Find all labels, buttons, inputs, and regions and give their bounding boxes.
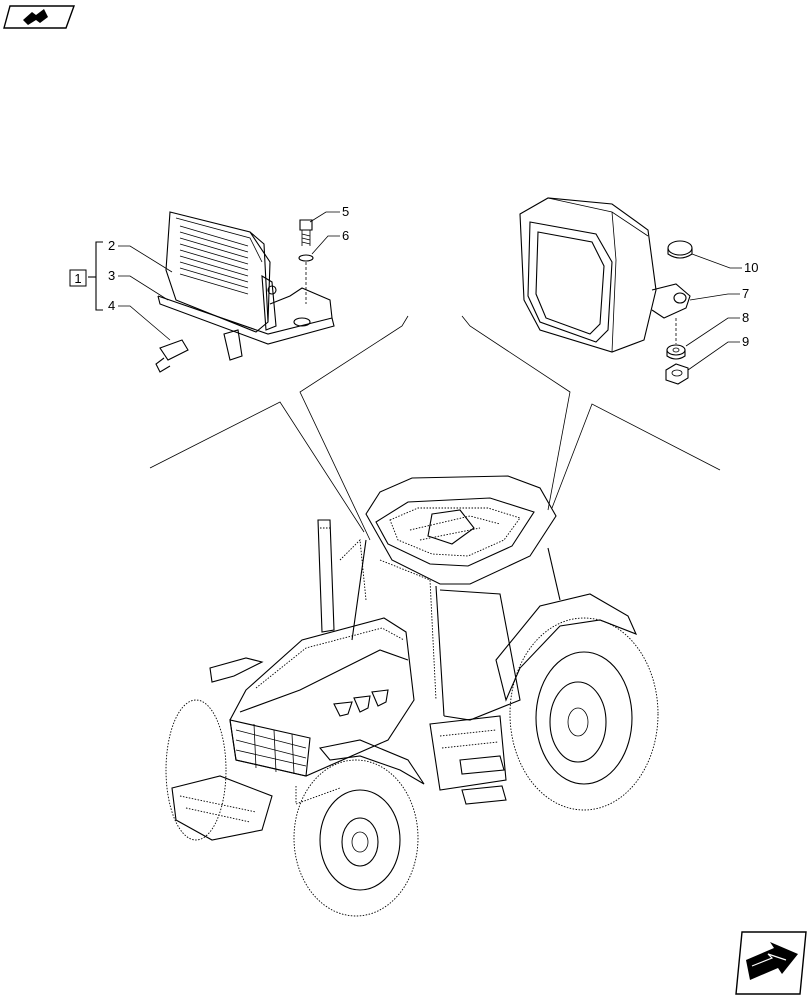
leader-lines: [149, 315, 721, 541]
callout-6: 6: [342, 228, 349, 243]
right-callouts: 10 7 8 9: [685, 253, 758, 371]
next-page-button[interactable]: [735, 931, 807, 995]
callout-1: 1: [74, 271, 81, 286]
callout-2: 2: [108, 238, 115, 253]
prev-page-button[interactable]: [3, 5, 75, 29]
callout-8: 8: [742, 310, 749, 325]
callout-9: 9: [742, 334, 749, 349]
control-module-assembly: [155, 211, 335, 373]
work-lamp-assembly: [519, 197, 693, 385]
next-page-arrow-icon: [746, 942, 798, 980]
group-bracket: 1: [69, 241, 103, 311]
tractor-illustration: [165, 475, 659, 917]
callout-7: 7: [742, 286, 749, 301]
callout-5: 5: [342, 204, 349, 219]
callout-10: 10: [744, 260, 758, 275]
left-callouts: 2 3 4 5 6: [108, 204, 349, 341]
callout-3: 3: [108, 268, 115, 283]
callout-4: 4: [108, 298, 115, 313]
left-arrow-icon: [23, 9, 48, 25]
